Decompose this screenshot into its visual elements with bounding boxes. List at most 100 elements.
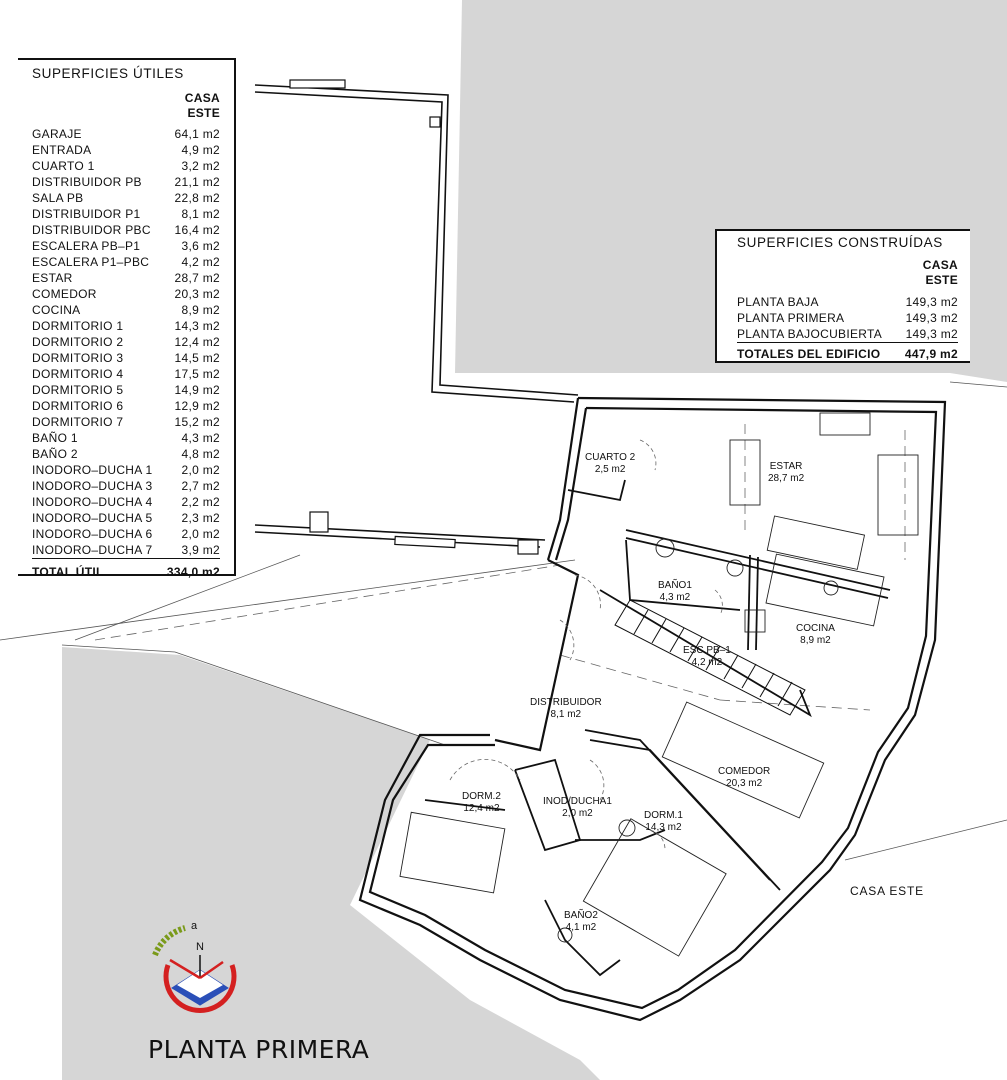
room-area: 12,4 m2 [463,803,500,814]
room-area: 4,3 m2 [659,592,691,603]
plan-title: PLANTA PRIMERA [148,1035,370,1064]
plot-boundary-lines [0,381,1007,861]
row-name: DISTRIBUIDOR P1 [32,207,141,221]
room-area: 14,3 m2 [645,822,682,833]
row-value: 22,8 m2 [174,191,220,205]
row-value: 149,3 m2 [905,327,958,341]
row-value: 14,5 m2 [174,351,220,365]
room-area: 28,7 m2 [768,473,805,484]
row-name: BAÑO 2 [32,447,78,461]
row-name: COCINA [32,303,81,317]
utiles-total-label: TOTAL ÚTIL [32,565,104,579]
furniture [399,412,919,957]
row-name: BAÑO 1 [32,431,78,445]
row-name: ESCALERA PB–P1 [32,239,141,253]
room-name: COCINA [796,623,835,634]
room-name: DORM.2 [462,791,501,802]
room-label-escalera: ESC.PB–1 4,2 m2 [683,645,731,669]
compass-north-label: N [196,941,204,953]
row-name: DORMITORIO 1 [32,319,124,333]
utiles-total-row: TOTAL ÚTIL 334,0 m2 [32,564,220,580]
row-name: DORMITORIO 3 [32,351,124,365]
row-name: INODORO–DUCHA 3 [32,479,153,493]
row-value: 4,9 m2 [181,143,220,157]
row-name: INODORO–DUCHA 5 [32,511,153,525]
row-value: 14,9 m2 [174,383,220,397]
row-name: INODORO–DUCHA 7 [32,543,153,557]
row-value: 20,3 m2 [174,287,220,301]
row-name: DORMITORIO 7 [32,415,124,429]
room-label-bano1: BAÑO1 4,3 m2 [658,580,692,604]
row-value: 17,5 m2 [174,367,220,381]
row-name: ESCALERA P1–PBC [32,255,150,269]
table-row: INODORO–DUCHA 5 2,3 m2 [32,510,220,526]
room-label-bano2: BAÑO2 4,1 m2 [564,910,598,934]
table-row: DORMITORIO 3 14,5 m2 [32,350,220,366]
row-value: 8,9 m2 [181,303,220,317]
construidas-total-value: 447,9 m2 [904,347,958,361]
room-name: BAÑO1 [658,580,692,591]
table-row: SALA PB 22,8 m2 [32,190,220,206]
utiles-col-header-1: CASA [184,91,220,105]
row-value: 64,1 m2 [174,127,220,141]
table-row: GARAJE 64,1 m2 [32,126,220,142]
utiles-total-value: 334,0 m2 [166,565,220,579]
row-name: PLANTA PRIMERA [737,311,845,325]
row-value: 4,8 m2 [181,447,220,461]
room-label-dorm1: DORM.1 14,3 m2 [644,810,683,834]
construidas-col-header-1: CASA [922,258,958,272]
row-value: 3,2 m2 [181,159,220,173]
table-row: INODORO–DUCHA 3 2,7 m2 [32,478,220,494]
room-name: DORM.1 [644,810,683,821]
row-value: 12,4 m2 [174,335,220,349]
room-name: ESTAR [769,461,803,472]
room-area: 2,0 m2 [562,808,593,819]
row-name: PLANTA BAJA [737,295,819,309]
construidas-title: SUPERFICIES CONSTRUÍDAS [737,235,943,250]
row-value: 28,7 m2 [174,271,220,285]
construidas-col-header-2: ESTE [925,273,958,287]
row-value: 2,7 m2 [181,479,220,493]
room-area: 4,1 m2 [565,922,597,933]
room-name: INOD/DUCHA1 [543,796,612,807]
door-swings [449,439,723,851]
row-value: 2,3 m2 [181,511,220,525]
row-value: 149,3 m2 [905,295,958,309]
row-name: GARAJE [32,127,82,141]
row-value: 21,1 m2 [174,175,220,189]
row-name: CUARTO 1 [32,159,95,173]
dashed-property-lines [94,420,906,711]
construidas-total-label: TOTALES DEL EDIFICIO [737,347,881,361]
room-label-cocina: COCINA 8,9 m2 [796,623,835,647]
row-value: 2,2 m2 [181,495,220,509]
room-label-estar: ESTAR 28,7 m2 [768,461,804,485]
row-value: 3,9 m2 [181,543,220,557]
neighbor-plot-southwest [62,647,600,1080]
row-value: 14,3 m2 [174,319,220,333]
house-label: CASA ESTE [850,884,924,898]
table-row: CUARTO 1 3,2 m2 [32,158,220,174]
row-name: PLANTA BAJOCUBIERTA [737,327,883,341]
superficies-construidas-table: SUPERFICIES CONSTRUÍDAS CASA ESTE PLANTA… [715,229,970,363]
table-row: ESCALERA PB–P1 3,6 m2 [32,238,220,254]
room-name: COMEDOR [718,766,771,777]
row-value: 3,6 m2 [181,239,220,253]
row-name: SALA PB [32,191,84,205]
wing-windows [289,79,539,555]
room-name: DISTRIBUIDOR [530,697,602,708]
row-value: 16,4 m2 [174,223,220,237]
compass-alpha-label: a [191,920,198,932]
room-name: ESC.PB–1 [683,645,731,656]
room-area: 8,1 m2 [550,709,582,720]
